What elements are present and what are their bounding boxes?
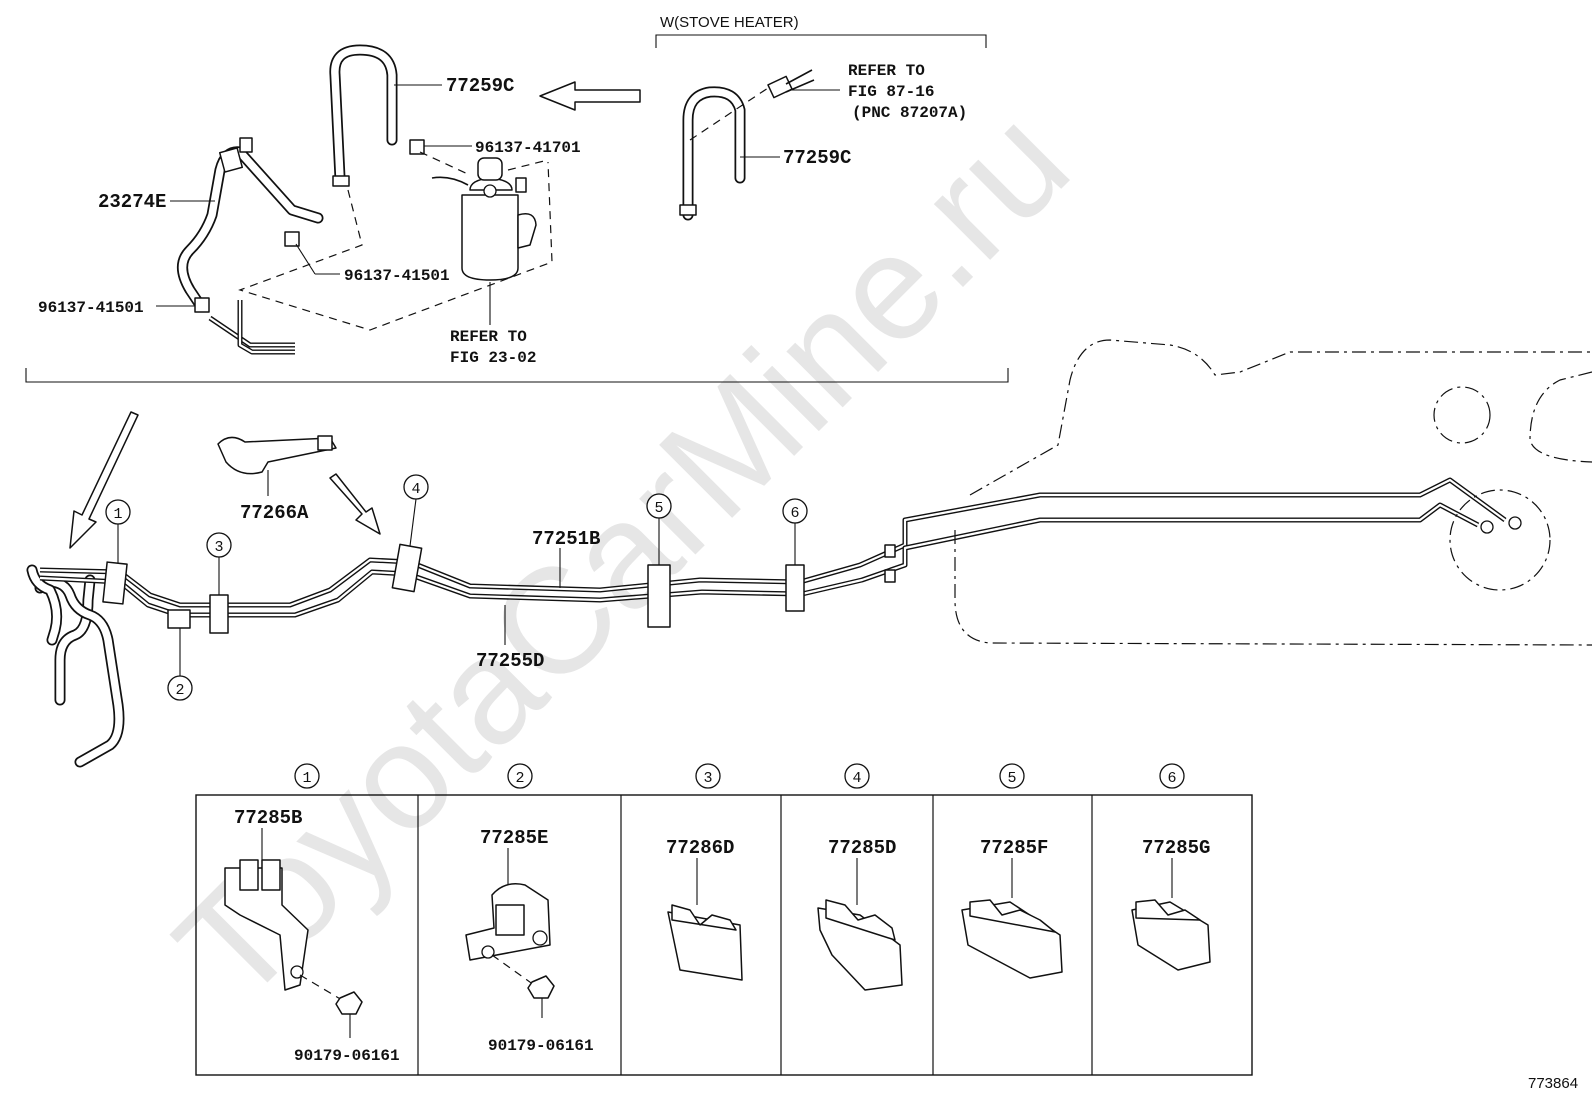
clamp-mid	[284, 231, 300, 247]
svg-text:6: 6	[790, 505, 799, 522]
clamp-1	[102, 561, 128, 605]
svg-text:90179-06161: 90179-06161	[294, 1047, 400, 1065]
table-cell-3: 77286D	[666, 837, 743, 981]
table-header-1: 1	[294, 763, 320, 789]
svg-text:5: 5	[654, 500, 663, 517]
upper-assembly: 77259C 96137-41701 REFER TO FIG 23-02 23…	[38, 44, 581, 367]
bracket-part-number: 77266A	[240, 502, 309, 524]
stove-heater-inset: W(STOVE HEATER) REFER TO FIG 87-16 (PNC …	[655, 14, 987, 221]
svg-text:2: 2	[515, 770, 524, 787]
svg-text:90179-06161: 90179-06161	[488, 1037, 594, 1055]
upper-assembly-bracket	[25, 368, 1009, 383]
callout-1: 1	[105, 499, 131, 563]
callout-3: 3	[206, 532, 232, 595]
arrow-left-icon	[539, 81, 641, 111]
clamp-left	[194, 297, 210, 313]
arrow-down-left-icon	[69, 411, 139, 549]
clamp-parts-table: 1 2 3 4 5 6 77285B 90179-06161 77285E	[195, 763, 1253, 1076]
table-header-3: 3	[695, 763, 721, 789]
inset-clamp	[679, 204, 697, 216]
svg-text:1: 1	[302, 770, 311, 787]
arrow-down-right-icon	[329, 473, 381, 535]
table-header-2: 2	[507, 763, 533, 789]
clamp-6	[785, 564, 805, 612]
clamp-top	[409, 139, 425, 155]
inset-refer-label-2: FIG 87-16	[848, 83, 934, 101]
canister-refer-label-2: FIG 23-02	[450, 349, 536, 367]
inset-hose	[682, 86, 746, 221]
tank-sender-icon	[1449, 489, 1551, 591]
svg-text:77285E: 77285E	[480, 827, 548, 849]
inset-connector	[767, 75, 793, 99]
callout-6: 6	[782, 498, 808, 565]
svg-text:3: 3	[703, 770, 712, 787]
inset-refer-label-3: (PNC 87207A)	[852, 104, 967, 122]
svg-text:77285F: 77285F	[980, 837, 1048, 859]
clamp-4	[391, 543, 423, 593]
bracket-77266a	[217, 435, 337, 475]
table-header-6: 6	[1159, 763, 1185, 789]
pipe-lower-part-number: 77255D	[476, 650, 544, 672]
svg-text:6: 6	[1167, 770, 1176, 787]
charcoal-canister	[431, 157, 537, 281]
upper-tube-part-number: 23274E	[98, 191, 166, 213]
table-header-4: 4	[844, 763, 870, 789]
pipe-upper-part-number: 77251B	[532, 528, 600, 550]
table-header-5: 5	[999, 763, 1025, 789]
clamp-top-part-number: 96137-41701	[475, 139, 581, 157]
tank-port-icon	[1433, 386, 1491, 444]
table-cell-4: 77285D	[817, 837, 903, 991]
inset-refer-label-1: REFER TO	[848, 62, 925, 80]
callout-5: 5	[646, 493, 672, 565]
inset-title: W(STOVE HEATER)	[660, 14, 799, 31]
svg-text:1: 1	[113, 506, 122, 523]
svg-text:3: 3	[214, 539, 223, 556]
figure-code: 773864	[1528, 1075, 1578, 1092]
table-cell-5: 77285F	[961, 837, 1063, 979]
table-cell-2: 77285E 90179-06161	[465, 827, 594, 1055]
svg-text:4: 4	[411, 481, 420, 498]
svg-text:5: 5	[1007, 770, 1016, 787]
table-cell-1: 77285B 90179-06161	[224, 807, 400, 1065]
inset-hose-part-number: 77259C	[783, 147, 851, 169]
watermark-text: ToyotaCarMine.ru	[144, 77, 1100, 1033]
clamp-2	[167, 609, 191, 629]
upper-hose	[329, 44, 398, 184]
svg-text:2: 2	[175, 682, 184, 699]
svg-text:77285G: 77285G	[1142, 837, 1210, 859]
clamp-mid-part-number: 96137-41501	[344, 267, 450, 285]
svg-text:77285D: 77285D	[828, 837, 896, 859]
inset-bracket	[655, 34, 987, 48]
main-fuel-line: 77266A 77251B 77255D 1	[26, 411, 1507, 768]
fuel-tank-outline	[954, 339, 1592, 646]
svg-text:77286D: 77286D	[666, 837, 734, 859]
callout-4: 4	[403, 474, 429, 547]
svg-text:77285B: 77285B	[234, 807, 302, 829]
upper-hose-part-number: 77259C	[446, 75, 514, 97]
clamp-left-part-number: 96137-41501	[38, 299, 144, 317]
svg-text:4: 4	[852, 770, 861, 787]
clamp-3	[209, 594, 229, 634]
table-cell-6: 77285G	[1131, 837, 1211, 971]
callout-2: 2	[167, 628, 193, 701]
canister-refer-label-1: REFER TO	[450, 328, 527, 346]
clamp-5	[647, 564, 671, 628]
